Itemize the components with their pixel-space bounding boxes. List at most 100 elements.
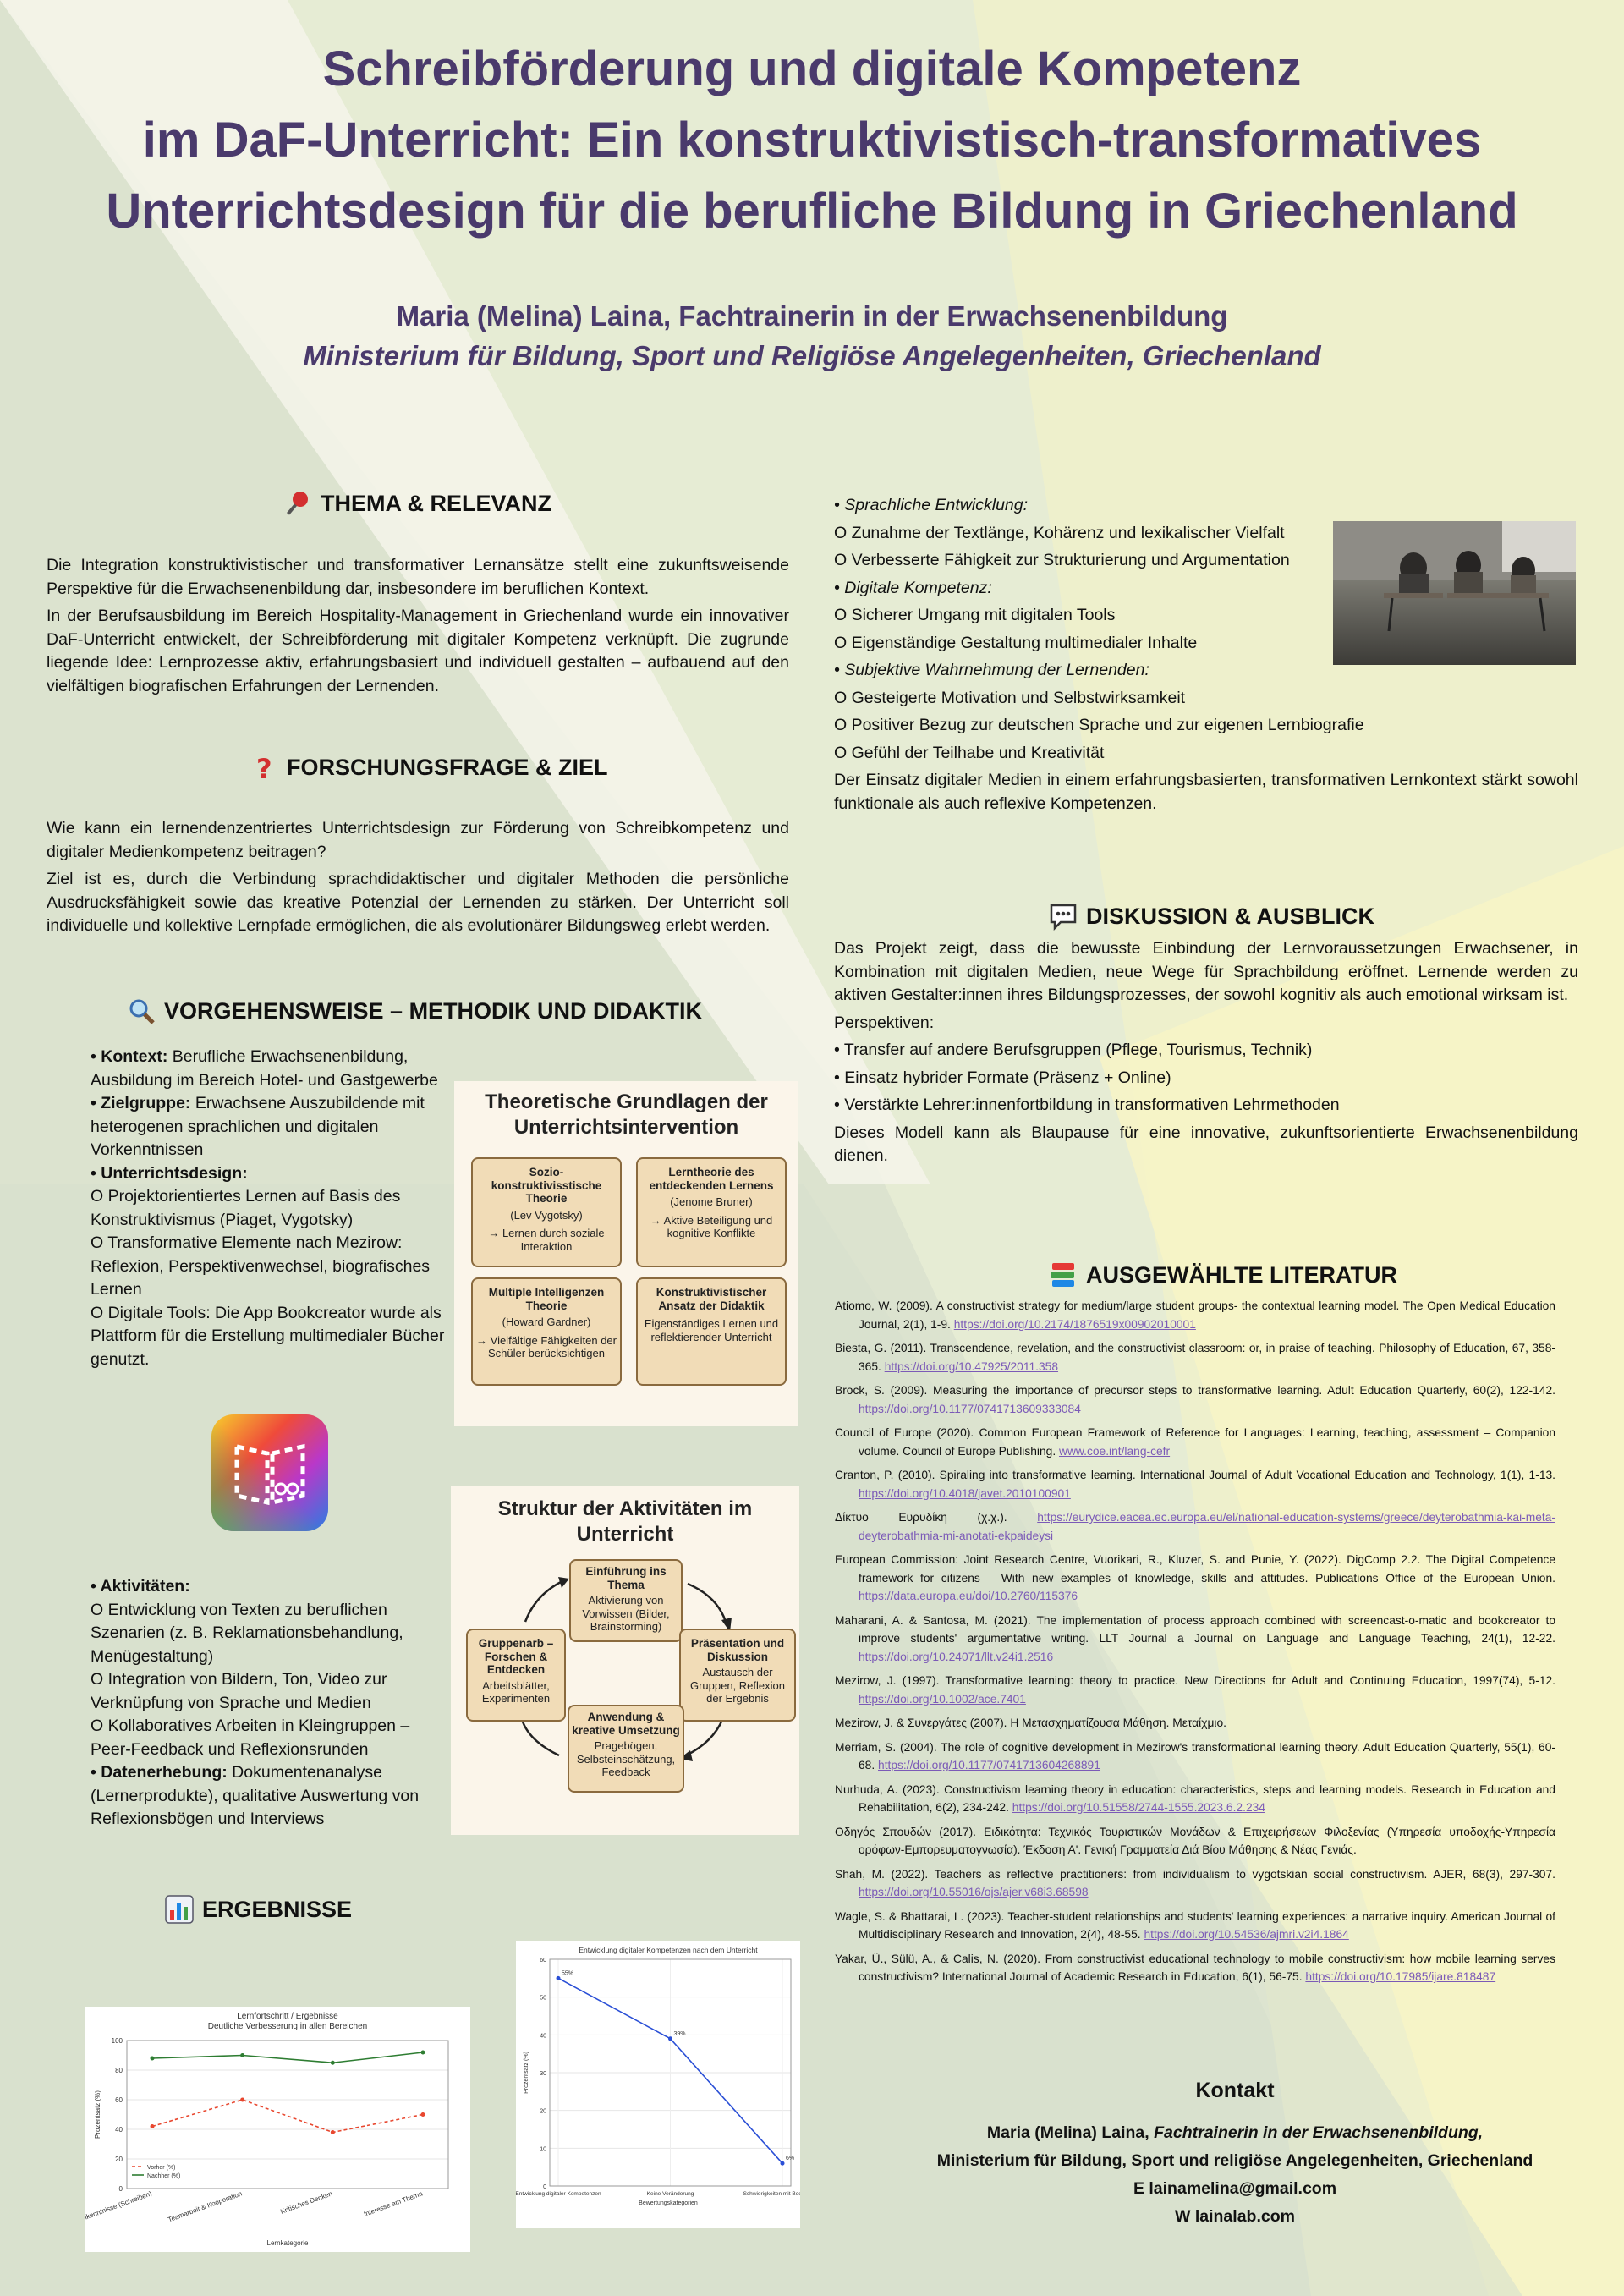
contact-heading: Kontakt: [1195, 2079, 1275, 2102]
reference-item: European Commission: Joint Research Cent…: [835, 1551, 1555, 1606]
section-title: VORGEHENSWEISE – METHODIK UND DIDAKTIK: [164, 997, 703, 1024]
list-item: O Positiver Bezug zur deutschen Sprache …: [834, 716, 1364, 734]
reference-link[interactable]: https://doi.org/10.55016/ojs/ajer.v68i3.…: [859, 1886, 1089, 1898]
classroom-photo: [1333, 521, 1576, 665]
section-title: FORSCHUNGSFRAGE & ZIEL: [287, 754, 608, 780]
y-tick-label: 30: [540, 2071, 546, 2077]
reference-link[interactable]: https://doi.org/10.1002/ace.7401: [859, 1692, 1026, 1706]
data-point: [668, 2036, 672, 2041]
title-line-1: Schreibförderung und digitale Kompetenz: [322, 41, 1302, 96]
plot-frame: [549, 1958, 792, 2187]
section-heading-diskussion: DISKUSSION & AUSBLICK: [1049, 902, 1374, 931]
series-line-vorher: [151, 2099, 424, 2134]
reference-link[interactable]: https://doi.org/10.17985/ijare.818487: [1305, 1970, 1496, 1983]
contact-website[interactable]: W lainalab.com: [1175, 2207, 1295, 2226]
reference-link[interactable]: https://doi.org/10.24071/llt.v24i1.2516: [859, 1650, 1054, 1663]
data-point: [150, 2056, 155, 2061]
x-tick-label: Schwierigkeiten mit Bookcreator: [743, 2191, 800, 2197]
data-point: [420, 2112, 425, 2117]
section-title: AUSGEWÄHLTE LITERATUR: [1086, 1261, 1397, 1288]
activity-structure-diagram: Struktur der Aktivitäten im Unterricht E…: [451, 1486, 799, 1835]
y-tick-label: 60: [540, 1958, 546, 1964]
list-item: O Projektorientiertes Lernen auf Basis d…: [91, 1187, 401, 1229]
step-application: Anwendung & kreative Umsetzung Prageböge…: [568, 1705, 684, 1793]
data-label: 6%: [786, 2156, 794, 2161]
list-item: • Datenerhebung: Dokumentenanalyse (Lern…: [91, 1763, 420, 1828]
paragraph: In der Berufsausbildung im Bereich Hospi…: [47, 607, 789, 695]
diagram-title: Struktur der Aktivitäten im Unterricht: [497, 1497, 753, 1546]
reference-text: Wagle, S. & Bhattarai, L. (2023). Teache…: [835, 1909, 1555, 1942]
list-item: O Gesteigerte Motivation und Selbstwirks…: [834, 688, 1186, 707]
list-item: • Einsatz hybrider Formate (Präsenz + On…: [834, 1068, 1171, 1087]
reference-text: Council of Europe (2020). Common Europea…: [835, 1426, 1555, 1458]
reference-link[interactable]: https://doi.org/10.51558/2744-1555.2023.…: [1012, 1801, 1265, 1814]
reference-link[interactable]: https://doi.org/10.4018/javet.2010100901: [859, 1486, 1071, 1500]
contact-email[interactable]: E lainamelina@gmail.com: [1133, 2179, 1337, 2198]
reference-link[interactable]: https://doi.org/10.1177/0741713604268891: [878, 1759, 1100, 1771]
author-line: Maria (Melina) Laina, Fachtrainerin in d…: [396, 300, 1228, 332]
books-icon: [1051, 1263, 1074, 1287]
results-summary: Der Einsatz digitaler Medien in einem er…: [834, 771, 1578, 813]
theory-diagram: Theoretische Grundlagen der Unterrichtsi…: [454, 1081, 798, 1426]
list-item: O Gefühl der Teilhabe und Kreativität: [834, 743, 1105, 762]
x-tick-label: Kritisches Denken: [279, 2189, 333, 2216]
reference-link[interactable]: https://doi.org/10.2174/1876519x00902010…: [953, 1317, 1196, 1331]
reference-item: Atiomo, W. (2009). A constructivist stra…: [835, 1297, 1555, 1333]
reference-item: Cranton, P. (2010). Spiraling into trans…: [835, 1466, 1555, 1502]
title-line-2: im DaF-Unterricht: Ein konstruktivistisc…: [142, 113, 1482, 168]
plot-frame: [126, 2040, 449, 2189]
list-item: O Entwicklung von Texten zu beruflichen …: [91, 1600, 403, 1666]
y-tick-label: 50: [540, 1996, 546, 2002]
x-axis-label: Bewertungskategorien: [639, 2200, 698, 2206]
chart-digitale-kompetenzen: Entwicklung digitaler Kompetenzen nach d…: [515, 1941, 822, 2228]
list-item: • Kontext: Berufliche Erwachsenenbildung…: [91, 1047, 438, 1090]
reference-link[interactable]: https://doi.org/10.1177/0741713609333084: [859, 1402, 1081, 1415]
step-groupwork: Gruppenarb – Forschen & Entdecken Arbeit…: [466, 1629, 566, 1722]
contact-name: Maria (Melina) Laina, Fachtrainerin in d…: [986, 2123, 1484, 2142]
bar-chart-icon: [165, 1895, 194, 1924]
magnifier-icon: [129, 999, 155, 1024]
reference-text: Δίκτυο Ευρυδίκη (χ.χ.).: [835, 1511, 1038, 1524]
reference-link[interactable]: https://doi.org/10.54536/ajmri.v2i4.1864: [1144, 1928, 1349, 1941]
chart-svg: Entwicklung digitaler Kompetenzen nach d…: [515, 1946, 822, 2206]
paragraph: Wie kann ein lernendenzentriertes Unterr…: [47, 819, 789, 861]
forschung-text: Wie kann ein lernendenzentriertes Unterr…: [47, 817, 789, 942]
list-item: O Sicherer Umgang mit digitalen Tools: [834, 606, 1116, 624]
list-item: O Integration von Bildern, Ton, Video zu…: [91, 1670, 387, 1712]
list-item: O Kollaboratives Arbeiten in Kleingruppe…: [91, 1717, 410, 1759]
x-tick-label: Interesse am Thema: [363, 2189, 424, 2218]
data-point: [780, 2161, 785, 2166]
step-presentation: Präsentation und Diskussion Austausch de…: [679, 1629, 796, 1722]
reference-link[interactable]: https://data.europa.eu/doi/10.2760/11537…: [859, 1590, 1078, 1602]
y-axis-label: Prozentsatz (%): [94, 2090, 102, 2139]
reference-item: Council of Europe (2020). Common Europea…: [835, 1424, 1555, 1460]
reference-item: Shah, M. (2022). Teachers as reflective …: [835, 1865, 1555, 1902]
reference-item: Mezirow, J. & Συνεργάτες (2007). Η Μετασ…: [835, 1714, 1555, 1733]
section-heading-forschung: ? FORSCHUNGSFRAGE & ZIEL: [250, 753, 608, 782]
x-tick-label: Deutschkenntnisse (Schreiben): [85, 2189, 153, 2229]
y-tick-label: 10: [540, 2146, 546, 2152]
reference-item: Nurhuda, A. (2023). Constructivism learn…: [835, 1781, 1555, 1817]
svg-text:?: ?: [256, 753, 272, 782]
y-tick-label: 40: [540, 2033, 546, 2039]
reference-link[interactable]: www.coe.int/lang-cefr: [1058, 1444, 1171, 1458]
list-item: O Digitale Tools: Die App Bookcreator wu…: [91, 1303, 445, 1369]
paragraph: Das Projekt zeigt, dass die bewusste Ein…: [834, 939, 1578, 1004]
legend-label: Nachher (%): [147, 2173, 180, 2179]
title-line-3: Unterrichtsdesign für die berufliche Bil…: [106, 184, 1518, 239]
y-axis-label: Prozentsatz (%): [524, 2052, 529, 2094]
reference-link[interactable]: https://eurydice.eacea.ec.europa.eu/el/n…: [859, 1511, 1555, 1542]
methodik-list-top: • Kontext: Berufliche Erwachsenenbildung…: [91, 1046, 450, 1371]
reference-list: Atiomo, W. (2009). A constructivist stra…: [835, 1297, 1555, 1992]
data-label: 39%: [674, 2031, 686, 2037]
diagram-title: Theoretische Grundlagen der Unterrichtsi…: [485, 1090, 768, 1139]
y-tick-label: 0: [119, 2185, 123, 2193]
data-point: [556, 1975, 561, 1980]
list-item: O Verbesserte Fähigkeit zur Strukturieru…: [834, 551, 1290, 569]
reference-link[interactable]: https://doi.org/10.47925/2011.358: [884, 1359, 1059, 1373]
data-point: [240, 2097, 245, 2102]
reference-text: Mezirow, J. (1997). Transformative learn…: [835, 1674, 1555, 1687]
reference-item: Yakar, Ü., Sülü, A., & Calis, N. (2020).…: [835, 1950, 1555, 1986]
reference-text: Cranton, P. (2010). Spiraling into trans…: [835, 1469, 1555, 1481]
